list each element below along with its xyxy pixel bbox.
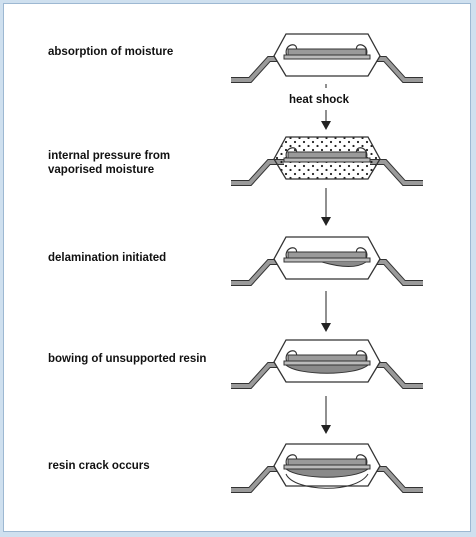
package-delamination (231, 236, 423, 286)
arrow-down (321, 291, 331, 332)
die-pad (283, 54, 371, 60)
resin-crack (285, 473, 369, 489)
arrow-down (321, 188, 331, 226)
crack-void (284, 468, 370, 478)
diagram-panel: absorption of moisture internal pressure… (3, 3, 471, 532)
step-5-label: resin crack occurs (48, 460, 150, 472)
package-normal (231, 33, 423, 83)
die (287, 48, 367, 56)
package-crack (231, 443, 423, 493)
package-bowing (231, 339, 423, 389)
step-3-label: delamination initiated (48, 252, 167, 264)
bowed-void (284, 364, 370, 374)
arrow-down (321, 396, 331, 434)
package-crack-diagram: heat shock (231, 33, 423, 493)
arrow-heat-shock: heat shock (289, 84, 350, 130)
heat-shock-label: heat shock (289, 94, 350, 106)
step-2-label-line-2: vaporised moisture (48, 164, 155, 176)
step-2-label-line-1: internal pressure from (48, 150, 171, 162)
step-4-label: bowing of unsupported resin (48, 353, 207, 365)
step-1-label: absorption of moisture (48, 46, 174, 58)
package-pressurised (231, 136, 423, 186)
delamination-gap (321, 261, 367, 267)
